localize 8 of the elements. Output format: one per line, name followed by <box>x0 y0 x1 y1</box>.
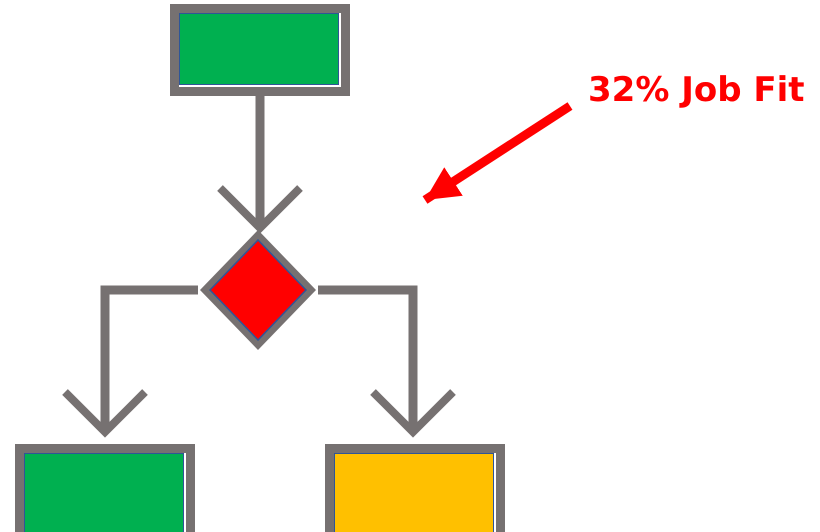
process-box <box>170 4 350 96</box>
process-box <box>325 444 505 532</box>
pointer-arrow <box>422 102 572 204</box>
process-box <box>15 444 195 532</box>
flow-arrow <box>216 96 304 232</box>
flow-arrow <box>318 286 457 436</box>
flow-arrow <box>61 286 198 436</box>
callout-text: 32% Job Fit <box>588 70 818 120</box>
